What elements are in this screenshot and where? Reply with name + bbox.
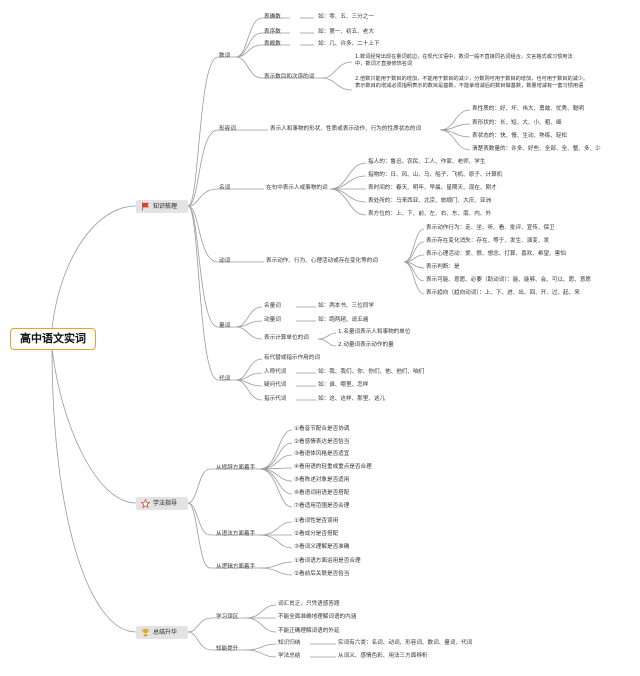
branch-method[interactable]: 学法指导 xyxy=(136,497,188,510)
node-tisheng-2[interactable]: 学法总结 xyxy=(278,653,301,659)
node-mingci-3: 表时间的：春天、明年、早晨、星期天、现在、刚才 xyxy=(368,185,497,191)
node-cixiu[interactable]: 从修辞方面着手 xyxy=(216,465,256,471)
node-xingrongci-desc: 表示人和事物的形状、性质或表示动作、行为的性质状态的词 xyxy=(270,126,422,132)
node-tisheng[interactable]: 知能提升 xyxy=(216,646,239,652)
node-mingci-1: 指人的：鲁迅、农民、工人、作家、老师、学生 xyxy=(368,159,486,165)
node-dongci-6: 表示趋向（趋向动词）：上、下、进、出、回、开、过、起、来 xyxy=(426,290,580,296)
node-xingrongci-1: 表性质的：好、坏、伟大、勇敢、优秀、聪明 xyxy=(472,106,584,112)
node-biaoshu-example: 如：零、五、三分之一 xyxy=(318,14,374,20)
node-biaoxu[interactable]: 表序数 xyxy=(264,29,281,35)
node-cixiu-7: ⑦看适用范围是否合理 xyxy=(294,503,350,509)
node-liangci-3-a: 1.名量词表示人和事物的单位 xyxy=(338,329,411,335)
node-cixiu-1: ①看音节配合是否协调 xyxy=(294,426,350,432)
flag-icon xyxy=(141,202,150,211)
node-xuexi-1: 词汇贫乏，只凭语感答题 xyxy=(278,601,340,607)
node-daici[interactable]: 代词 xyxy=(219,376,231,382)
node-cixiu-4: ④看用语的轻重或重点是否合理 xyxy=(294,464,372,470)
node-xingrongci-2: 表形状的：长、短、大、小、粗、细 xyxy=(472,120,562,126)
node-dongci-2: 表示存在变化消失：存在、等于、发生、演变、发 xyxy=(426,238,550,244)
node-daici-desc: 有代替或指示作用的词 xyxy=(264,355,320,361)
node-yufa-3: ③看词义理解是否准确 xyxy=(294,544,350,550)
node-shumu[interactable]: 表示数目和次序的词 xyxy=(264,74,315,80)
branch-knowledge-label: 知识梳理 xyxy=(153,203,178,210)
node-tisheng-2-example: 从词义、感情色彩、用法三方面辨析 xyxy=(338,653,428,659)
node-biaogai-example: 如：几、许多、二十上下 xyxy=(318,41,380,47)
node-biaoshu[interactable]: 表确数 xyxy=(264,14,281,20)
node-daici-3-example: 如：这、这样、那里、这儿 xyxy=(318,396,386,402)
node-yufa-2: ②看成分是否搭配 xyxy=(294,531,339,537)
node-luoji-2: ②看前后关联是否恰当 xyxy=(294,571,350,577)
node-liangci-1[interactable]: 名量词 xyxy=(264,303,281,309)
node-yufa-1: ①看词性是否误用 xyxy=(294,518,339,524)
node-mingci-desc: 在句中表示人或事物的词 xyxy=(266,185,328,191)
node-cixiu-5: ⑤看陈述对象是否适用 xyxy=(294,477,350,483)
trophy-icon xyxy=(141,628,150,637)
root-topic[interactable]: 高中语文实词 xyxy=(10,328,96,350)
node-dongci-5: 表示可能、意愿、必要（助动词）：能、能够、会、可以、愿、意愿 xyxy=(426,277,592,283)
node-shumu-note-2: 2.倍数只能用于数目的增加，不能用于数目的减少，分数则可用于数目的增加，也可用于… xyxy=(355,76,589,89)
node-xuexi-2: 不能全面准确地理解词语的内涵 xyxy=(278,614,357,620)
node-liangci-2-example: 如：跑两趟、说五遍 xyxy=(318,317,369,323)
node-shumu-note-1: 1.数词经常出现在量词前边，在现代汉语中，数词一般不直接同名词组合，文言格式或习… xyxy=(355,54,573,67)
node-xuexi[interactable]: 学习误区 xyxy=(216,614,239,620)
node-daici-2[interactable]: 疑问代词 xyxy=(264,382,287,388)
node-luoji[interactable]: 从逻辑方面着手 xyxy=(216,564,256,570)
node-xingrongci[interactable]: 形容词 xyxy=(219,126,236,132)
node-biaogai[interactable]: 表概数 xyxy=(264,41,281,47)
node-yufa[interactable]: 从语法方面着手 xyxy=(216,531,256,537)
node-tisheng-1-example: 实词有六类：名词、动词、形容词、数词、量词、代词 xyxy=(338,640,473,646)
node-liangci-1-example: 如：两本书、三位同学 xyxy=(318,303,374,309)
node-cixiu-2: ②看感情表达是否恰当 xyxy=(294,439,350,445)
node-dongci-4: 表示判断：是 xyxy=(426,264,460,270)
node-mingci-2: 指物的：日、风、山、马、船子、飞机、原子、计算机 xyxy=(368,172,503,178)
node-daici-3[interactable]: 指示代词 xyxy=(264,396,287,402)
node-daici-1[interactable]: 人称代词 xyxy=(264,369,287,375)
branch-summary[interactable]: 总结升华 xyxy=(136,626,188,639)
node-liangci-3[interactable]: 表示计算单位的词 xyxy=(264,335,309,341)
node-mingci-5: 表方位的：上、下、前、左、右、东、南、内、外 xyxy=(368,211,492,217)
node-biaoxu-example: 如：第一、初五、老大 xyxy=(318,29,374,35)
branch-summary-label: 总结升华 xyxy=(153,629,178,636)
node-cixiu-3: ③看语体风格是否适宜 xyxy=(294,451,350,457)
node-luoji-1: ①看词语方面运用是否合理 xyxy=(294,558,361,564)
node-dongci-1: 表示动作行为：走、坐、听、看、批评、宣传、保卫 xyxy=(426,225,555,231)
node-shuci[interactable]: 数词 xyxy=(219,53,231,59)
node-dongci-3: 表示心理活动：爱、恨、想念、打算、喜欢、希望、害怕 xyxy=(426,251,566,257)
node-liangci-2[interactable]: 动量词 xyxy=(264,317,281,323)
star-icon xyxy=(141,499,150,508)
node-xingrongci-4: 清楚表数量的：许多、好些、全部、全、整、多、少 xyxy=(472,146,601,152)
node-tisheng-1[interactable]: 知识归纳 xyxy=(278,640,301,646)
node-daici-2-example: 如：谁、哪里、怎样 xyxy=(318,382,369,388)
branch-method-label: 学法指导 xyxy=(153,500,178,507)
node-mingci[interactable]: 名词 xyxy=(219,185,231,191)
node-liangci-3-b: 2.动量词表示动作的量 xyxy=(338,342,394,348)
node-mingci-4: 表处所的：马来西亚、北京、旅顺门、大庆、亚洲 xyxy=(368,198,492,204)
node-xuexi-3: 不能正确理解词语的外延 xyxy=(278,628,340,634)
node-daici-1-example: 如：我、我们、你、你们、他、他们、咱们 xyxy=(318,369,425,375)
node-cixiu-6: ⑥看语词用语是否搭配 xyxy=(294,490,350,496)
node-dongci[interactable]: 动词 xyxy=(219,258,231,264)
node-dongci-desc: 表示动作、行为、心理活动或存在变化等的词 xyxy=(266,258,378,264)
node-xingrongci-3: 表状态的：快、慢、生动、熟练、轻松 xyxy=(472,133,568,139)
branch-knowledge[interactable]: 知识梳理 xyxy=(136,200,188,213)
node-liangci[interactable]: 量词 xyxy=(219,323,231,329)
